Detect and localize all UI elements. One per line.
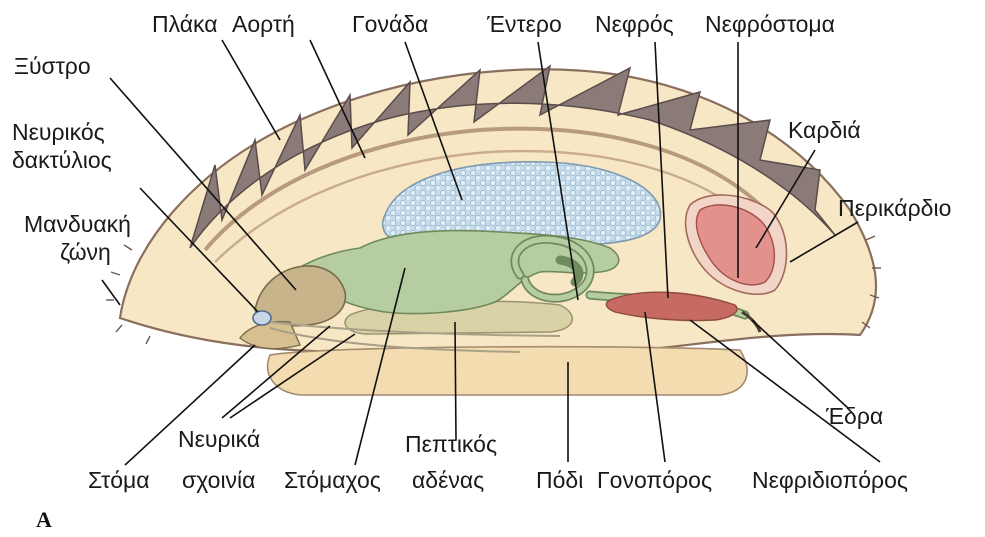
label-foot: Πόδι bbox=[536, 467, 583, 493]
label-anus: Έδρα bbox=[825, 403, 883, 429]
label-gonad: Γονάδα bbox=[352, 11, 428, 37]
label-nerve-ring-line1: Νευρικός bbox=[12, 119, 105, 145]
label-aorta: Αορτή bbox=[232, 11, 295, 37]
label-nerve-cords-line2: σχοινία bbox=[182, 467, 255, 493]
panel-letter: A bbox=[36, 507, 52, 532]
label-plate: Πλάκα bbox=[152, 11, 218, 37]
label-digestive-gland-line1: Πεπτικός bbox=[405, 431, 497, 457]
label-nephrostome: Νεφρόστομα bbox=[705, 11, 835, 37]
foot bbox=[268, 347, 747, 395]
label-girdle-line1: Μανδυακή bbox=[24, 211, 131, 237]
label-intestine: Έντερο bbox=[486, 11, 562, 37]
label-radula: Ξύστρο bbox=[14, 53, 91, 79]
label-heart: Καρδιά bbox=[788, 117, 861, 143]
label-mouth: Στόμα bbox=[88, 467, 150, 493]
label-stomach: Στόμαχος bbox=[284, 467, 381, 493]
nerve-ring bbox=[253, 311, 271, 325]
chiton-body bbox=[106, 66, 881, 395]
label-girdle-line2: ζώνη bbox=[60, 239, 111, 265]
label-kidney: Νεφρός bbox=[595, 11, 674, 37]
label-nerve-ring-line2: δακτύλιος bbox=[12, 147, 112, 173]
label-nephridiopore: Νεφριδιοπόρος bbox=[752, 467, 908, 493]
label-pericardium: Περικάρδιο bbox=[838, 195, 951, 221]
label-nerve-cords-line1: Νευρικά bbox=[178, 426, 260, 452]
label-digestive-gland-line2: αδένας bbox=[412, 467, 484, 493]
label-gonopore: Γονοπόρος bbox=[597, 467, 712, 493]
